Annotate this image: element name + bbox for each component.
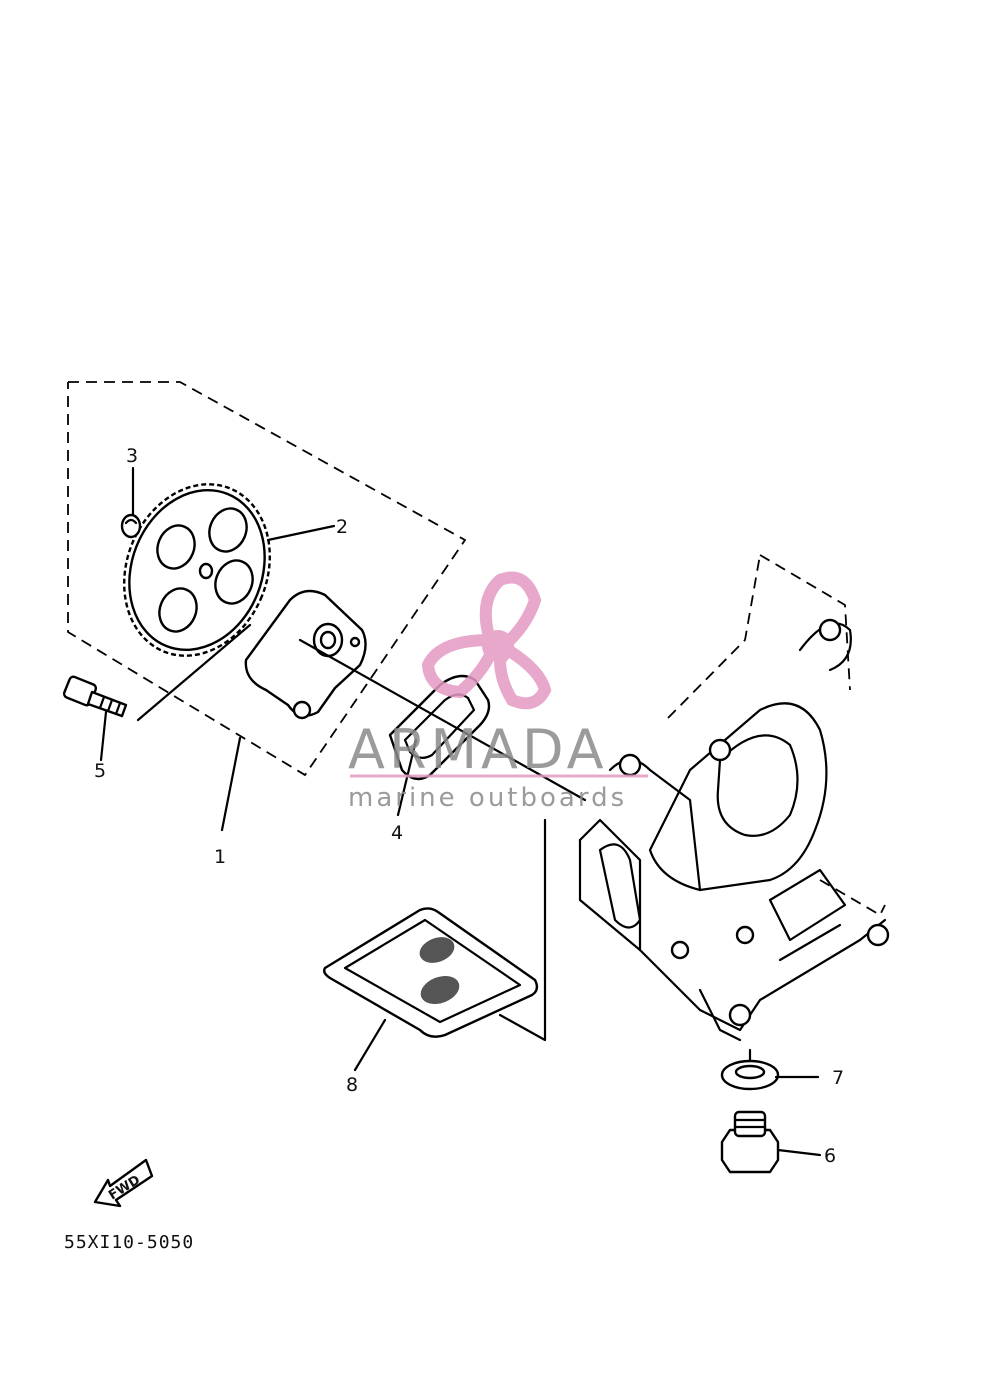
driven-gear (123, 483, 271, 657)
callout-5: 5 (94, 760, 106, 782)
watermark-name: ARMADA (348, 718, 608, 781)
mounting-bolt (62, 675, 128, 718)
callout-6: 6 (824, 1145, 836, 1167)
leader-lines (99, 466, 822, 1157)
assembly-1-boundary (67, 381, 467, 777)
callout-7: 7 (832, 1067, 844, 1089)
drain-washer (720, 1059, 780, 1091)
callout-3: 3 (126, 445, 138, 467)
callout-4: 4 (391, 822, 403, 844)
oil-pump-housing (244, 589, 367, 720)
propeller-logo-icon (421, 571, 552, 710)
circlip (120, 513, 142, 539)
crankcase-outline (578, 554, 890, 1042)
callout-8: 8 (346, 1074, 358, 1096)
drawing-code: 55XI10-5050 (64, 1232, 194, 1253)
callout-2: 2 (336, 516, 348, 538)
armada-watermark: ARMADA marine outboards (348, 571, 648, 813)
callout-1: 1 (214, 846, 226, 868)
oil-strainer (322, 907, 539, 1038)
watermark-tagline: marine outboards (348, 783, 627, 813)
fwd-arrow-icon: FWD (93, 1158, 154, 1208)
drain-plug (720, 1110, 780, 1174)
